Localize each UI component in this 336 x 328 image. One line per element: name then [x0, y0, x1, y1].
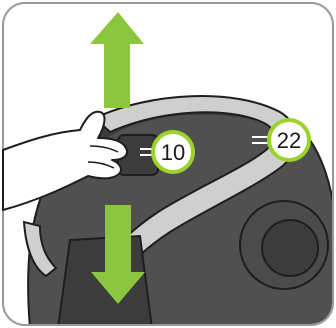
side-grip	[22, 220, 58, 278]
callout-22: 22	[252, 118, 311, 162]
callout-number: 10	[161, 140, 185, 165]
arrow-down	[91, 205, 145, 304]
callout-circle	[267, 118, 311, 162]
arrow-up	[90, 12, 144, 108]
callout-number: 22	[277, 128, 301, 153]
finger-lines	[87, 145, 119, 169]
callout-10: 10	[140, 130, 195, 174]
hand	[2, 110, 128, 211]
callout-circle	[151, 130, 195, 174]
wheel-inner	[261, 219, 319, 277]
